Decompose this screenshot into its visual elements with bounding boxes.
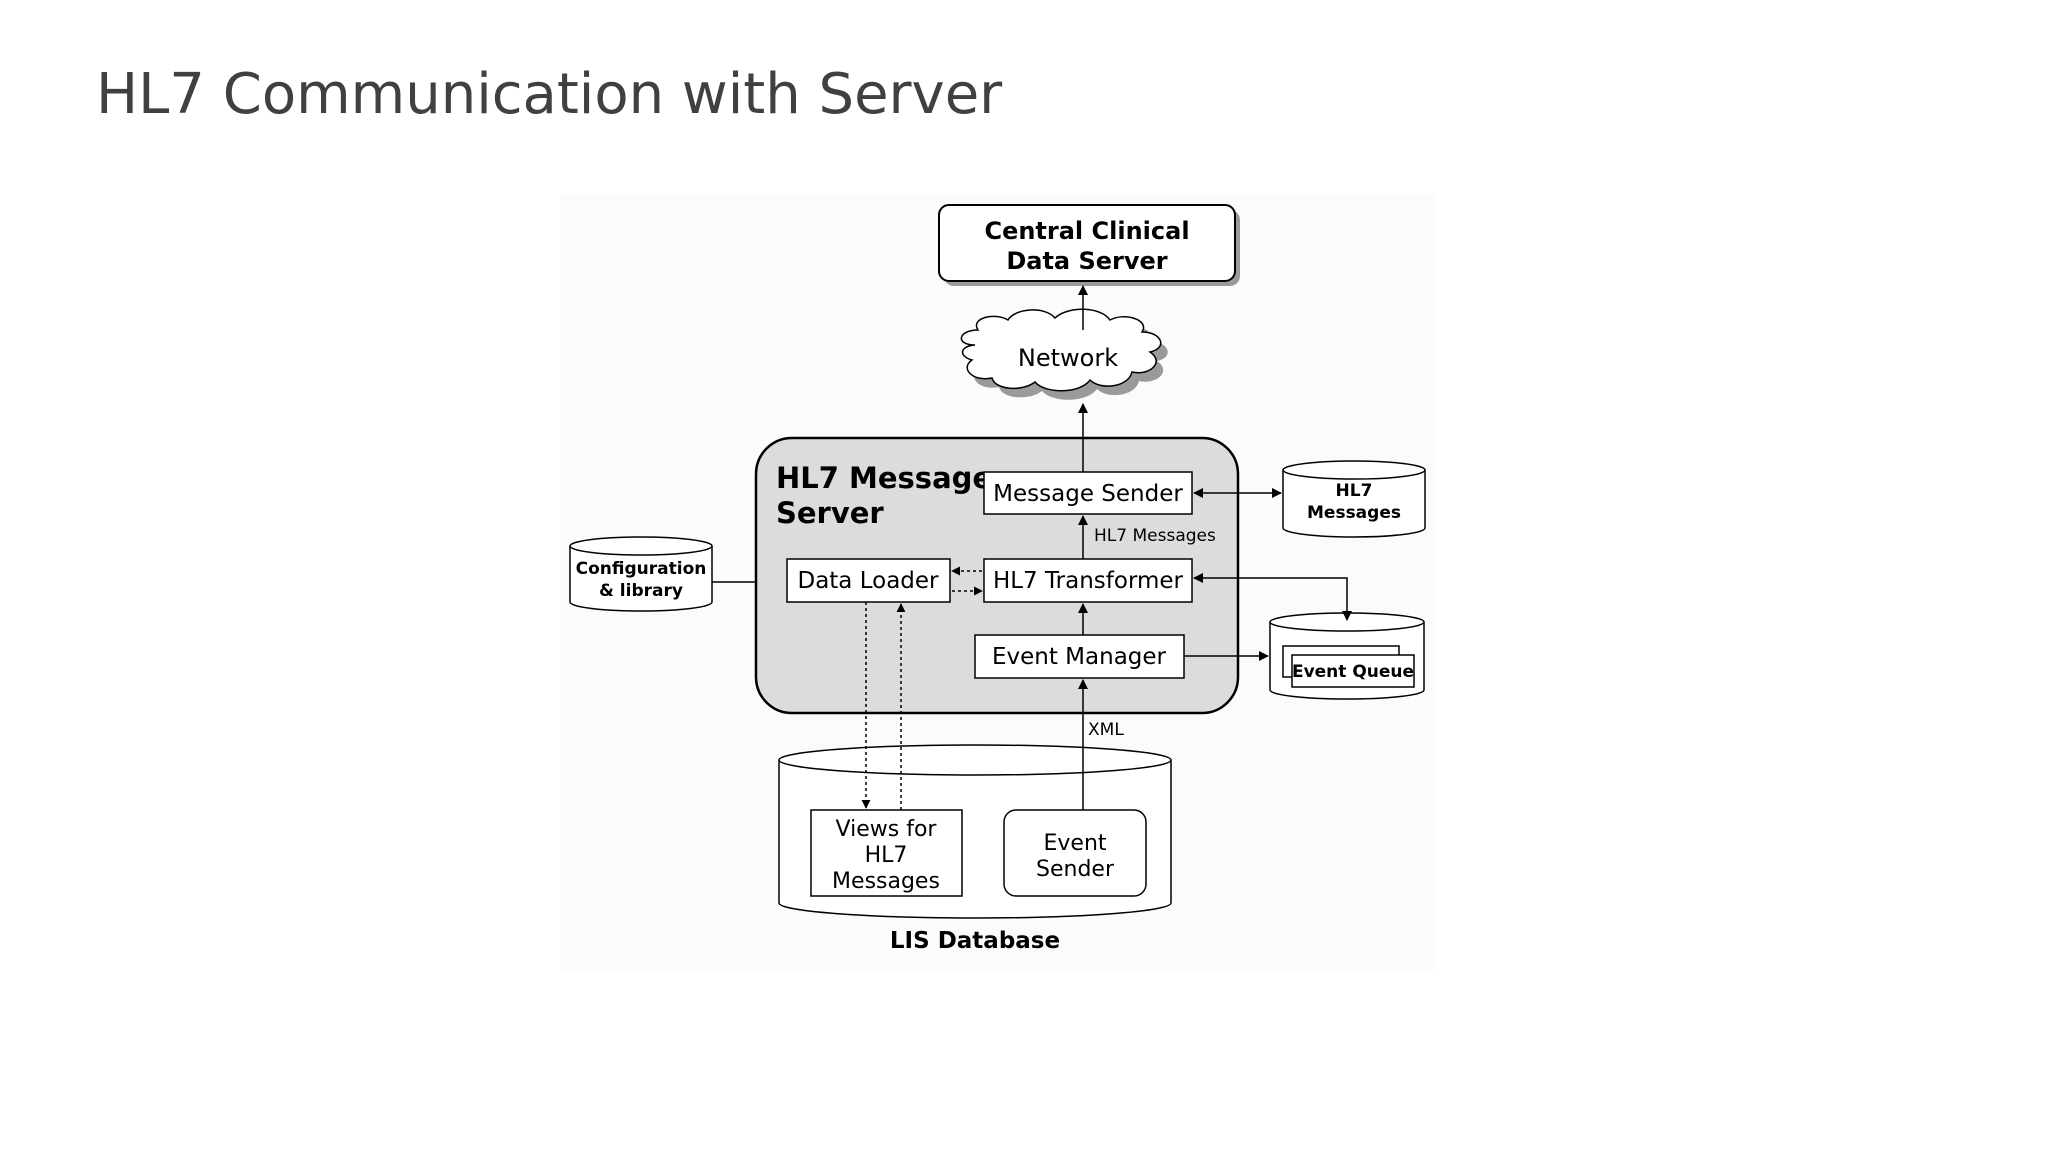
event-sender-line2: Sender xyxy=(1036,857,1115,882)
diagram-edges xyxy=(712,285,1352,810)
hl7-transformer-label: HL7 Transformer xyxy=(993,568,1184,594)
edge-label-xml: XML xyxy=(1088,720,1124,740)
views-line3: Messages xyxy=(832,869,940,894)
event-queue-front-box xyxy=(1291,654,1415,688)
edge-transformer-event-queue xyxy=(1193,573,1352,621)
configuration-library-line2: & library xyxy=(599,581,683,601)
edge-label-hl7-messages: HL7 Messages xyxy=(1094,526,1216,546)
hl7-messages-store-line2: Messages xyxy=(1307,503,1401,523)
network-label: Network xyxy=(1018,344,1118,372)
central-clinical-data-server: Central Clinical Data Server xyxy=(938,204,1240,286)
views-for-hl7-messages-box: Views for HL7 Messages xyxy=(810,809,963,897)
slide-title: HL7 Communication with Server xyxy=(96,62,1003,127)
views-line1: Views for xyxy=(836,817,938,842)
event-queue-store: Event Queue xyxy=(1269,612,1425,700)
message-server-title-line1: HL7 Message xyxy=(776,461,992,495)
event-manager-label: Event Manager xyxy=(992,644,1167,670)
lis-database-label: LIS Database xyxy=(890,928,1060,954)
message-sender-label: Message Sender xyxy=(993,481,1183,507)
hl7-transformer-box: HL7 Transformer xyxy=(983,558,1193,603)
event-sender-box: Event Sender xyxy=(1003,809,1147,897)
views-line2: HL7 xyxy=(865,843,908,868)
event-manager-box: Event Manager xyxy=(974,634,1185,679)
network-cloud: Network xyxy=(960,308,1168,400)
hl7-messages-store-line1: HL7 xyxy=(1336,481,1373,501)
hl7-messages-store: HL7 Messages xyxy=(1282,460,1426,538)
configuration-library-store: Configuration & library xyxy=(569,536,713,612)
message-sender-box: Message Sender xyxy=(983,471,1193,515)
event-sender-line1: Event xyxy=(1043,831,1106,856)
data-loader-box: Data Loader xyxy=(786,558,951,603)
event-queue-label: Event Queue xyxy=(1292,662,1414,682)
message-server-title-line2: Server xyxy=(776,496,884,530)
central-server-line2: Data Server xyxy=(1006,247,1167,275)
configuration-library-line1: Configuration xyxy=(576,559,707,579)
central-server-line1: Central Clinical xyxy=(984,217,1189,245)
data-loader-label: Data Loader xyxy=(797,568,939,594)
